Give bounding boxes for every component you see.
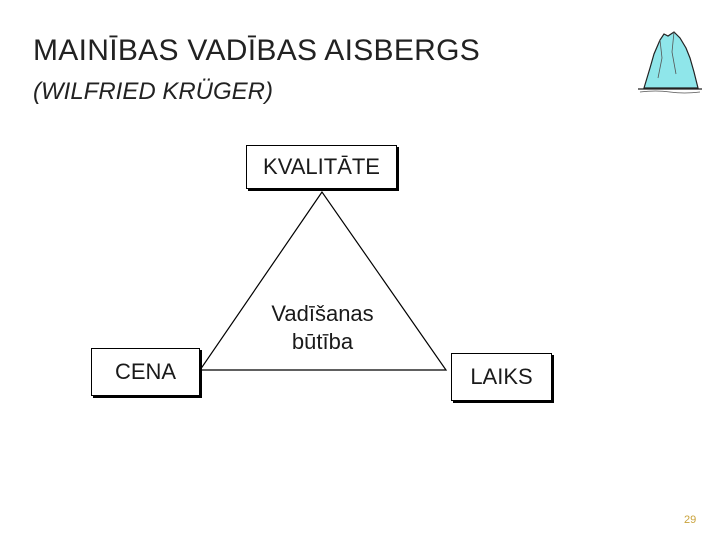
- center-label-line2: būtība: [291, 329, 354, 354]
- slide-subtitle: (WILFRIED KRÜGER): [33, 78, 273, 105]
- cost-box: CENA: [91, 348, 200, 396]
- center-label-line1: Vadīšanas: [271, 301, 374, 326]
- time-box: LAIKS: [451, 353, 552, 401]
- center-label: Vadīšanas būtība: [250, 300, 395, 356]
- triangle: [198, 190, 448, 371]
- page-number: 29: [684, 514, 697, 526]
- slide-title: MAINĪBAS VADĪBAS AISBERGS: [33, 34, 481, 67]
- iceberg-icon: [638, 31, 702, 94]
- quality-box: KVALITĀTE: [246, 145, 397, 189]
